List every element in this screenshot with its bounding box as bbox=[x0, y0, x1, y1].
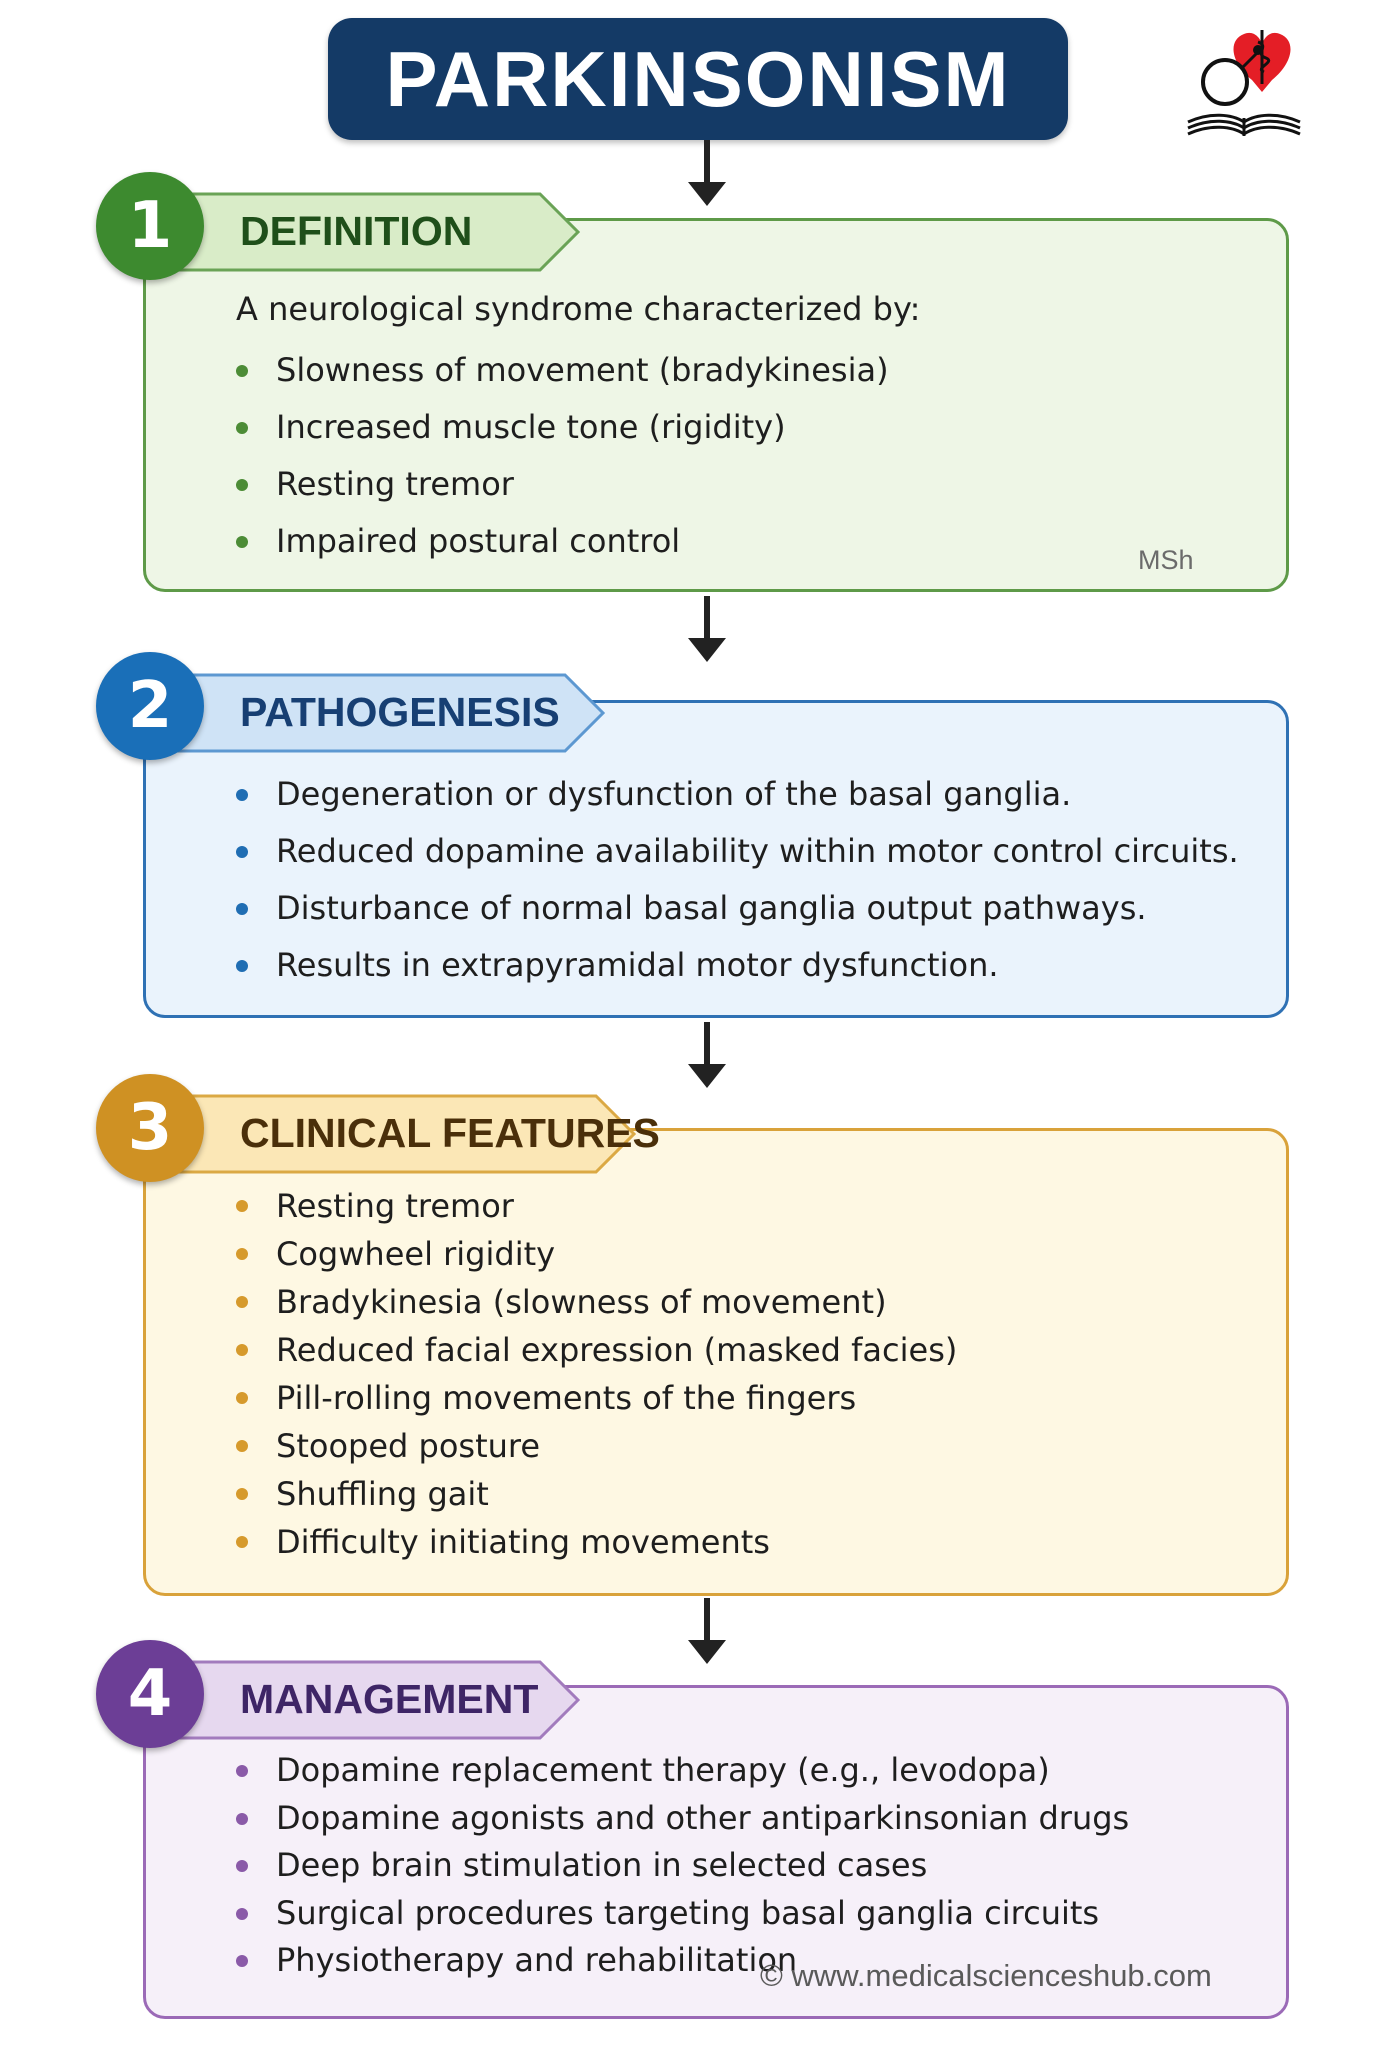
list-item: Impaired postural control bbox=[236, 513, 889, 570]
bullet-icon bbox=[236, 1344, 248, 1356]
bullet-icon bbox=[236, 1392, 248, 1404]
title-banner: PARKINSONISM bbox=[328, 18, 1068, 140]
list-item: Increased muscle tone (rigidity) bbox=[236, 399, 889, 456]
bullet-icon bbox=[236, 479, 248, 491]
definition-section bbox=[143, 218, 1289, 592]
arrow-down-icon bbox=[688, 596, 726, 662]
bullet-icon bbox=[236, 1440, 248, 1452]
list-item: Difficulty initiating movements bbox=[236, 1518, 957, 1566]
list-item: Slowness of movement (bradykinesia) bbox=[236, 342, 889, 399]
list-item: Stooped posture bbox=[236, 1422, 957, 1470]
pathogenesis-heading: PATHOGENESIS bbox=[240, 689, 560, 735]
bullet-icon bbox=[236, 1907, 248, 1920]
list-item: Cogwheel rigidity bbox=[236, 1230, 957, 1278]
list-item: Resting tremor bbox=[236, 1182, 957, 1230]
list-item: Disturbance of normal basal ganglia outp… bbox=[236, 880, 1239, 937]
bullet-icon bbox=[236, 536, 248, 548]
list-item: Shuffling gait bbox=[236, 1470, 957, 1518]
list-item: Reduced dopamine availability within mot… bbox=[236, 823, 1239, 880]
copyright-credit: © www.medicalscienceshub.com bbox=[760, 1958, 1212, 1993]
definition-intro: A neurological syndrome characterized by… bbox=[236, 290, 921, 328]
bullet-icon bbox=[236, 422, 248, 434]
list-item: Reduced facial expression (masked facies… bbox=[236, 1326, 957, 1374]
list-item: Resting tremor bbox=[236, 456, 889, 513]
clinical-features-list: Resting tremor Cogwheel rigidity Bradyki… bbox=[236, 1182, 957, 1566]
bullet-icon bbox=[236, 1536, 248, 1548]
section-number-badge: 3 bbox=[96, 1074, 204, 1182]
list-item: Dopamine replacement therapy (e.g., levo… bbox=[236, 1747, 1129, 1795]
list-item: Deep brain stimulation in selected cases bbox=[236, 1842, 1129, 1890]
arrow-down-icon bbox=[688, 140, 726, 206]
management-list: Dopamine replacement therapy (e.g., levo… bbox=[236, 1747, 1129, 1985]
list-item: Degeneration or dysfunction of the basal… bbox=[236, 766, 1239, 823]
heart-stethoscope-book-logo-icon bbox=[1187, 30, 1301, 136]
bullet-icon bbox=[236, 789, 248, 801]
section-number-badge: 4 bbox=[96, 1640, 204, 1748]
bullet-icon bbox=[236, 1860, 248, 1872]
bullet-icon bbox=[236, 1200, 248, 1212]
bullet-icon bbox=[236, 1812, 248, 1825]
section-number-badge: 2 bbox=[96, 652, 204, 760]
bullet-icon bbox=[236, 846, 248, 858]
list-item: Pill-rolling movements of the fingers bbox=[236, 1374, 957, 1422]
bullet-icon bbox=[236, 1248, 248, 1260]
bullet-icon bbox=[236, 960, 248, 972]
definition-list: Slowness of movement (bradykinesia) Incr… bbox=[236, 342, 889, 570]
management-section bbox=[143, 1685, 1289, 2019]
list-item: Surgical procedures targeting basal gang… bbox=[236, 1890, 1129, 1938]
list-item: Dopamine agonists and other antiparkinso… bbox=[236, 1795, 1129, 1843]
list-item: Bradykinesia (slowness of movement) bbox=[236, 1278, 957, 1326]
bullet-icon bbox=[236, 1765, 248, 1777]
bullet-icon bbox=[236, 903, 248, 915]
section-number-badge: 1 bbox=[96, 172, 204, 280]
list-item: Results in extrapyramidal motor dysfunct… bbox=[236, 937, 1239, 994]
bullet-icon bbox=[236, 365, 248, 377]
bullet-icon bbox=[236, 1296, 248, 1308]
list-item: Physiotherapy and rehabilitation bbox=[236, 1937, 1129, 1985]
arrow-down-icon bbox=[688, 1022, 726, 1088]
page-title: PARKINSONISM bbox=[385, 34, 1011, 123]
definition-heading: DEFINITION bbox=[240, 208, 473, 254]
clinical-features-heading: CLINICAL FEATURES bbox=[240, 1110, 660, 1156]
bullet-icon bbox=[236, 1955, 248, 1967]
watermark: MSh bbox=[1138, 545, 1194, 575]
pathogenesis-section bbox=[143, 700, 1289, 1018]
clinical-features-tab bbox=[170, 1094, 636, 1174]
management-tab bbox=[170, 1660, 580, 1740]
pathogenesis-list: Degeneration or dysfunction of the basal… bbox=[236, 766, 1239, 994]
management-heading: MANAGEMENT bbox=[240, 1676, 539, 1722]
bullet-icon bbox=[236, 1488, 248, 1500]
definition-tab bbox=[170, 192, 580, 272]
pathogenesis-tab bbox=[170, 673, 605, 753]
arrow-down-icon bbox=[688, 1598, 726, 1664]
clinical-features-section bbox=[143, 1128, 1289, 1596]
